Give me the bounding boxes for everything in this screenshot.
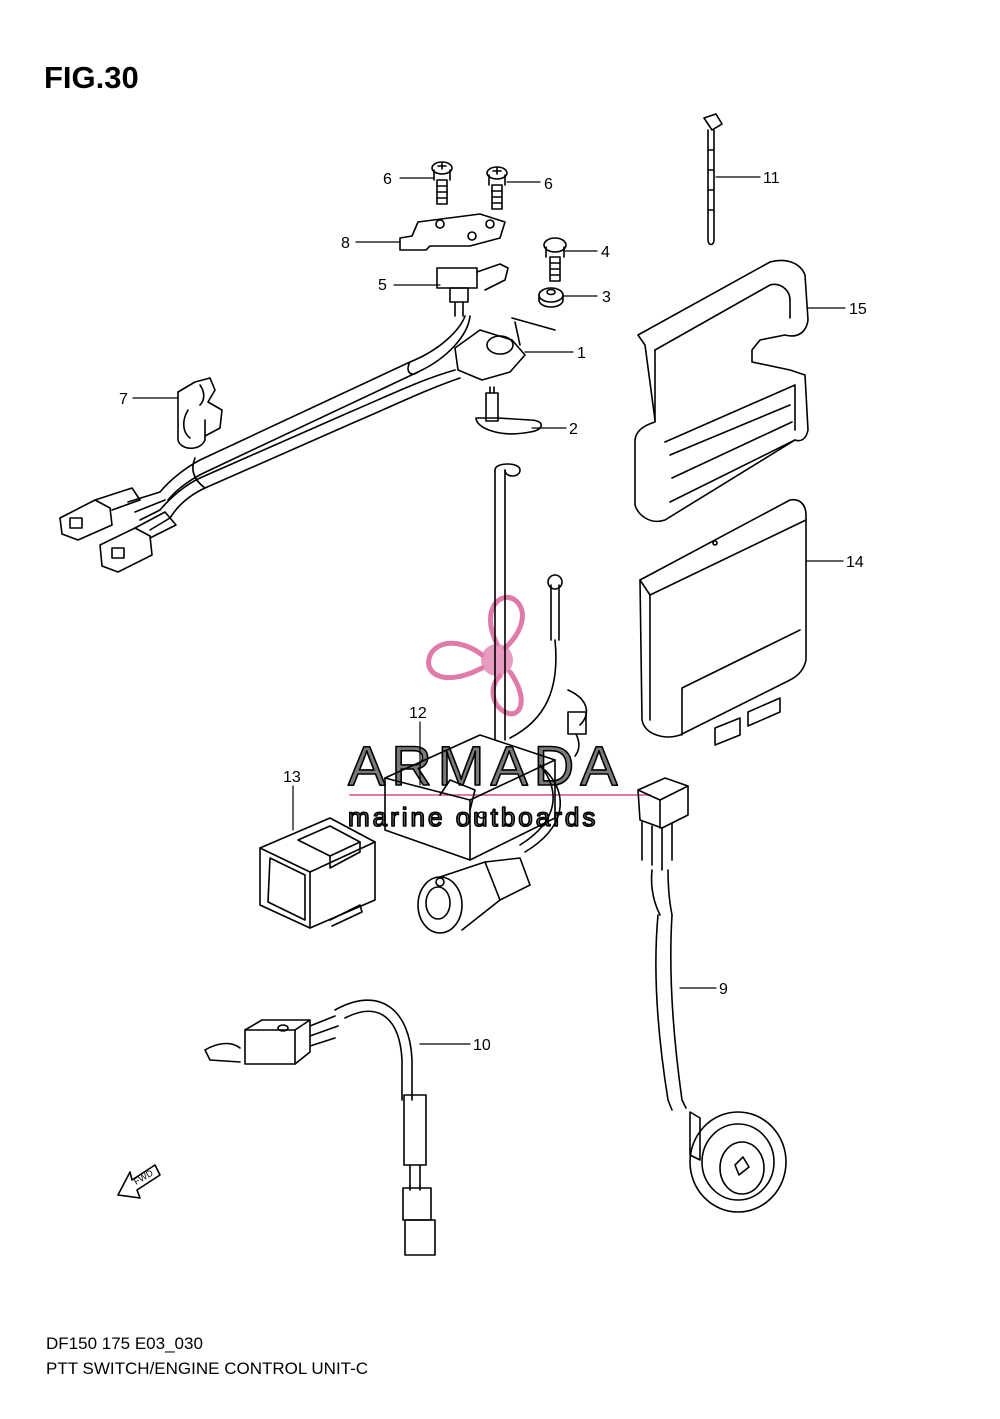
callout-6-right: 6: [544, 176, 553, 193]
part-3-washer: [538, 287, 564, 308]
callout-8: 8: [341, 235, 350, 252]
part-13-relay: [259, 817, 376, 929]
part-14-ecu: [639, 498, 807, 746]
watermark-brand: ARMADA: [348, 734, 624, 797]
callout-3: 3: [602, 289, 611, 306]
watermark-logo: [426, 594, 525, 717]
leader-lines: [132, 176, 846, 1045]
part-5-micro-switch: [436, 263, 509, 317]
part-8-bracket: [399, 213, 506, 251]
callout-4: 4: [601, 244, 610, 261]
diagram-description: PTT SWITCH/ENGINE CONTROL UNIT-C: [46, 1359, 369, 1378]
part-10-switch-harness: [204, 999, 436, 1256]
part-7-clamp: [177, 377, 223, 450]
harness-connector-b: [99, 511, 177, 573]
part-2-lever: [475, 386, 543, 435]
callout-1: 1: [577, 345, 586, 362]
callout-15: 15: [849, 301, 867, 318]
callout-6-left: 6: [383, 171, 392, 188]
part-6-screw-left: [431, 161, 453, 205]
callout-labels: 1 2 3 4 5 6 6 7 8 9 10 11 12 13 14 15: [119, 170, 867, 1054]
part-1-harness: [127, 315, 471, 531]
callout-5: 5: [378, 277, 387, 294]
diagram-code: DF150 175 E03_030: [46, 1334, 203, 1353]
callout-14: 14: [846, 554, 864, 571]
part-4-screw: [543, 237, 567, 282]
callout-2: 2: [569, 421, 578, 438]
part-12-ignition-coil: [384, 463, 588, 861]
callout-11: 11: [763, 170, 780, 187]
figure-title: FIG.30: [44, 60, 139, 95]
part-11-cable-tie: [703, 113, 723, 246]
callout-9: 9: [719, 981, 728, 998]
part-9-harness: [637, 777, 787, 1213]
part-1-ptt-sensor: [454, 317, 556, 381]
part-6-screw-right: [486, 166, 508, 210]
part-12-cap: [417, 857, 531, 934]
callout-10: 10: [473, 1037, 491, 1054]
part-15-cover: [634, 259, 809, 523]
callout-13: 13: [283, 769, 301, 786]
fwd-arrow-icon: FWD: [117, 1164, 161, 1199]
callout-12: 12: [409, 705, 427, 722]
callout-7: 7: [119, 391, 128, 408]
harness-connector-a: [59, 487, 141, 541]
